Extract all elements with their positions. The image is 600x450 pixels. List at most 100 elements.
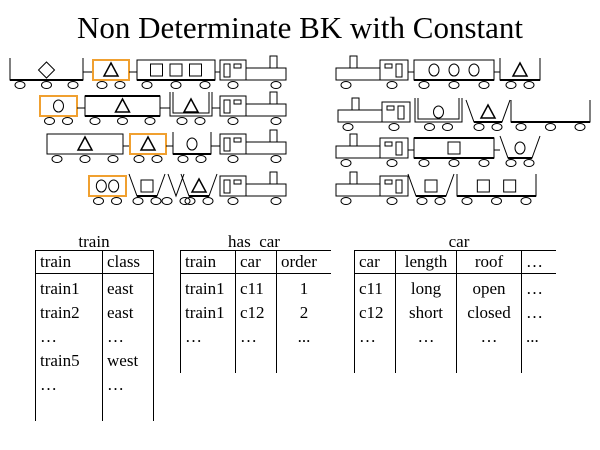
table-cell: east (102, 273, 154, 301)
circle-load (108, 179, 120, 193)
wheel (227, 81, 239, 89)
wheel (176, 117, 188, 125)
wheel (179, 197, 191, 205)
westbound-train-2 (337, 97, 591, 131)
wheel (133, 155, 145, 163)
table-cell: train1 (35, 273, 103, 301)
table-cell (102, 397, 154, 421)
cab-window (233, 99, 242, 105)
circle-load (514, 141, 526, 155)
wheel (545, 123, 556, 131)
westbound-train-4 (335, 171, 537, 205)
column-header: roof (456, 250, 522, 274)
wheel (386, 197, 398, 205)
car (413, 59, 495, 89)
car (414, 98, 463, 131)
wheel (141, 81, 153, 89)
square-load (476, 179, 490, 193)
wheel (388, 123, 400, 131)
column-header: train (180, 250, 236, 274)
wheel (505, 81, 517, 89)
engine-boiler (335, 67, 381, 81)
wheel (386, 159, 398, 167)
triangle-load (511, 61, 529, 77)
wheel (114, 81, 126, 89)
engine-chimney (349, 171, 358, 185)
westbound-trains (335, 55, 591, 205)
car (46, 133, 124, 163)
wheel (473, 123, 485, 131)
table-cell: c11 (354, 273, 396, 301)
car-table-title: car (448, 232, 470, 251)
wheel (491, 123, 503, 131)
car (84, 95, 161, 125)
table-cell: c12 (354, 301, 396, 325)
engine-boiler (245, 103, 287, 117)
car (465, 99, 511, 131)
engine-cab (379, 175, 409, 197)
wheel (424, 123, 435, 131)
table-row: …… (35, 373, 154, 397)
table-cell: … (35, 325, 103, 349)
wheel (177, 155, 189, 163)
table-cell: … (35, 373, 103, 397)
wheel (448, 81, 460, 89)
wheel (194, 117, 206, 125)
wheel (184, 197, 196, 205)
engine (219, 91, 287, 125)
column-header: car (235, 250, 277, 274)
engine-boiler (335, 183, 381, 197)
wheel (170, 81, 182, 89)
engine-cab (381, 101, 411, 123)
wheel (478, 81, 490, 89)
table-cell: 1 (276, 273, 331, 301)
car-body (169, 92, 213, 117)
car (456, 174, 537, 205)
wheel (416, 197, 428, 205)
car-body (510, 100, 591, 123)
table-cell: … (456, 325, 522, 349)
engine-chimney (269, 55, 278, 69)
wheel (41, 81, 52, 89)
wheel (132, 197, 144, 205)
car (499, 135, 541, 167)
cab-window (384, 63, 393, 69)
table-cell: ... (276, 325, 331, 349)
triangle-load (182, 97, 200, 113)
wheel (270, 81, 282, 89)
table-cell (521, 349, 556, 373)
wheel (89, 117, 101, 125)
car-body (456, 174, 537, 197)
wheel (150, 197, 162, 205)
engine-chimney (349, 133, 358, 147)
column-header: … (521, 250, 556, 274)
square-load (140, 179, 154, 193)
column-header: car (354, 250, 396, 274)
engine-boiler (245, 141, 287, 155)
wheel (227, 197, 239, 205)
cab-window (386, 105, 395, 111)
car-body (172, 132, 212, 155)
cab-window (223, 179, 231, 194)
circle-load (428, 63, 440, 77)
table-row (354, 349, 556, 373)
engine (337, 97, 411, 131)
westbound-train-3 (335, 133, 541, 167)
car-body (414, 98, 463, 123)
car-body (413, 137, 495, 159)
car-body (129, 133, 167, 155)
car (129, 133, 167, 163)
table-cell: short (395, 301, 457, 325)
car (136, 59, 216, 89)
wheel (442, 123, 453, 131)
engine (335, 55, 409, 89)
car-body (92, 59, 130, 81)
engine (219, 129, 287, 163)
wheel (340, 81, 352, 89)
wheel (107, 155, 119, 163)
square-load (169, 63, 183, 77)
westbound-train-1 (335, 55, 541, 89)
column-header: order (276, 250, 331, 274)
car (407, 173, 455, 205)
